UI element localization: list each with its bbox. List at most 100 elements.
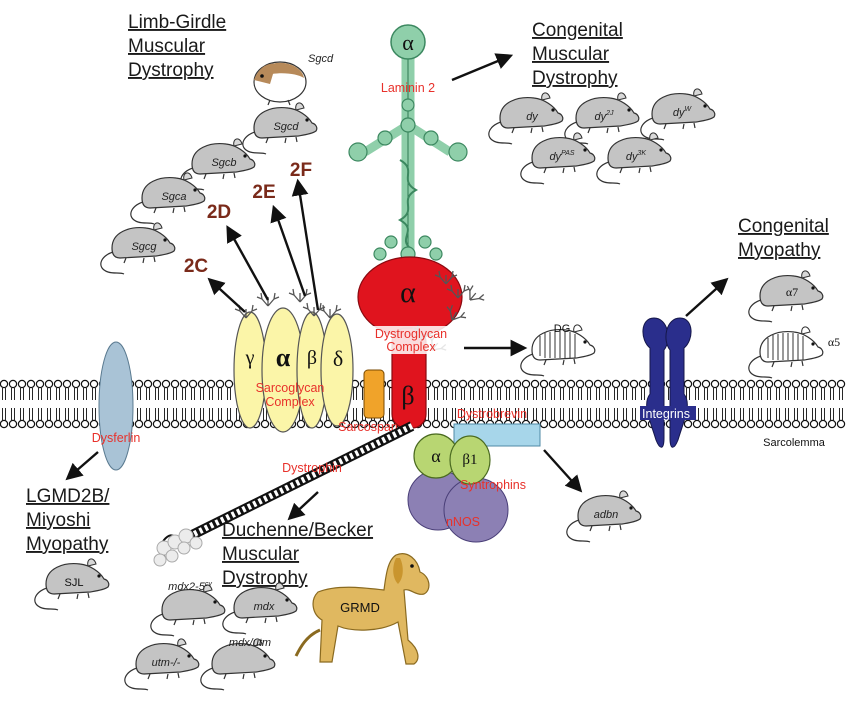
lipid-head [44, 379, 54, 389]
lipid-head [386, 419, 396, 429]
lipid-tail [182, 408, 186, 420]
dysferlin: Dysferlin [92, 341, 140, 471]
sarcospan-label: Sarcospan [338, 420, 398, 434]
lgmd-2f-label: 2F [290, 160, 312, 181]
dg-complex-label-1: Dystroglycan [375, 327, 447, 341]
lipid-tail [542, 408, 546, 420]
lipid-head [35, 379, 45, 389]
lipid-tail [623, 388, 627, 400]
lipid-head [611, 419, 621, 429]
lipid-head [818, 379, 828, 389]
lipid-tail [605, 408, 609, 420]
lipid-tail [776, 408, 780, 420]
lgmd-2e-label: 2E [252, 182, 275, 203]
lipid-head [143, 419, 153, 429]
lipid-tail [839, 408, 843, 420]
dg-complex-label-2: Complex [386, 340, 436, 354]
sg-complex-label-2: Complex [265, 395, 315, 409]
lipid-tail [794, 408, 798, 420]
lipid-head [602, 419, 612, 429]
lipid-tail [2, 408, 6, 420]
lipid-head [773, 419, 783, 429]
laminin-2: α Laminin 2 [348, 24, 468, 262]
lipid-tail [740, 408, 744, 420]
lipid-head [557, 419, 567, 429]
lipid-tail [353, 388, 357, 400]
lipid-head [476, 379, 486, 389]
lipid-tail [749, 388, 753, 400]
lipid-tail [758, 408, 762, 420]
lipid-head [809, 419, 819, 429]
lipid-tail [812, 408, 816, 420]
lipid-head [575, 379, 585, 389]
lipid-head [539, 379, 549, 389]
lipid-head [584, 379, 594, 389]
lipid-head [8, 379, 18, 389]
cmd-title-3: Dystrophy [532, 68, 618, 89]
lipid-tail [11, 408, 15, 420]
lipid-tail [38, 388, 42, 400]
lipid-head [494, 379, 504, 389]
lipid-tail [722, 408, 726, 420]
lipid-head [683, 419, 693, 429]
dystrobrevin-label: Dystrobrevin [457, 407, 527, 421]
lipid-tail [542, 388, 546, 400]
lipid-tail [173, 388, 177, 400]
lipid-tail [587, 408, 591, 420]
lipid-head [746, 379, 756, 389]
lipid-tail [524, 408, 528, 420]
dog-icon [294, 553, 430, 665]
lipid-head [449, 379, 459, 389]
lipid-tail [821, 408, 825, 420]
lipid-head [827, 379, 837, 389]
lipid-head [557, 379, 567, 389]
lgmd-title-2: Muscular [128, 36, 206, 57]
lipid-tail [209, 388, 213, 400]
lipid-head [224, 379, 234, 389]
lipid-head [539, 419, 549, 429]
lipid-head [170, 419, 180, 429]
lipid-tail [164, 408, 168, 420]
lipid-head [188, 379, 198, 389]
lipid-head [377, 419, 387, 429]
lipid-head [35, 419, 45, 429]
lipid-tail [434, 408, 438, 420]
lipid-tail [479, 408, 483, 420]
lipid-head [143, 379, 153, 389]
lipid-tail [218, 388, 222, 400]
lipid-tail [506, 408, 510, 420]
lipid-head [215, 379, 225, 389]
sjl-mouse-label: SJL [65, 577, 84, 589]
lipid-tail [767, 408, 771, 420]
lipid-head [602, 379, 612, 389]
cmd-title-2: Muscular [532, 44, 610, 65]
lipid-tail [155, 388, 159, 400]
lipid-head [17, 419, 27, 429]
sarcolemma-label: Sarcolemma [763, 437, 826, 449]
lipid-head [692, 379, 702, 389]
lipid-tail [353, 408, 357, 420]
lipid-head [836, 379, 846, 389]
lgmd-2c-label: 2C [184, 256, 209, 277]
sg-alpha-label: α [276, 343, 291, 372]
lipid-tail [794, 388, 798, 400]
lipid-head [440, 379, 450, 389]
lipid-head [638, 379, 648, 389]
lipid-head [188, 419, 198, 429]
lipid-head [719, 379, 729, 389]
lipid-head [197, 379, 207, 389]
lipid-tail [137, 388, 141, 400]
hamster-icon [253, 61, 307, 106]
lipid-tail [92, 388, 96, 400]
lipid-tail [506, 388, 510, 400]
sg-gamma-label: γ [245, 347, 255, 369]
lipid-tail [785, 388, 789, 400]
lipid-tail [515, 388, 519, 400]
laminin-alpha-label: α [402, 30, 414, 55]
lipid-tail [704, 388, 708, 400]
lipid-head [53, 379, 63, 389]
utm-mouse-label: utm-/- [152, 657, 181, 669]
lipid-tail [578, 388, 582, 400]
lipid-head [512, 379, 522, 389]
lipid-head [629, 419, 639, 429]
